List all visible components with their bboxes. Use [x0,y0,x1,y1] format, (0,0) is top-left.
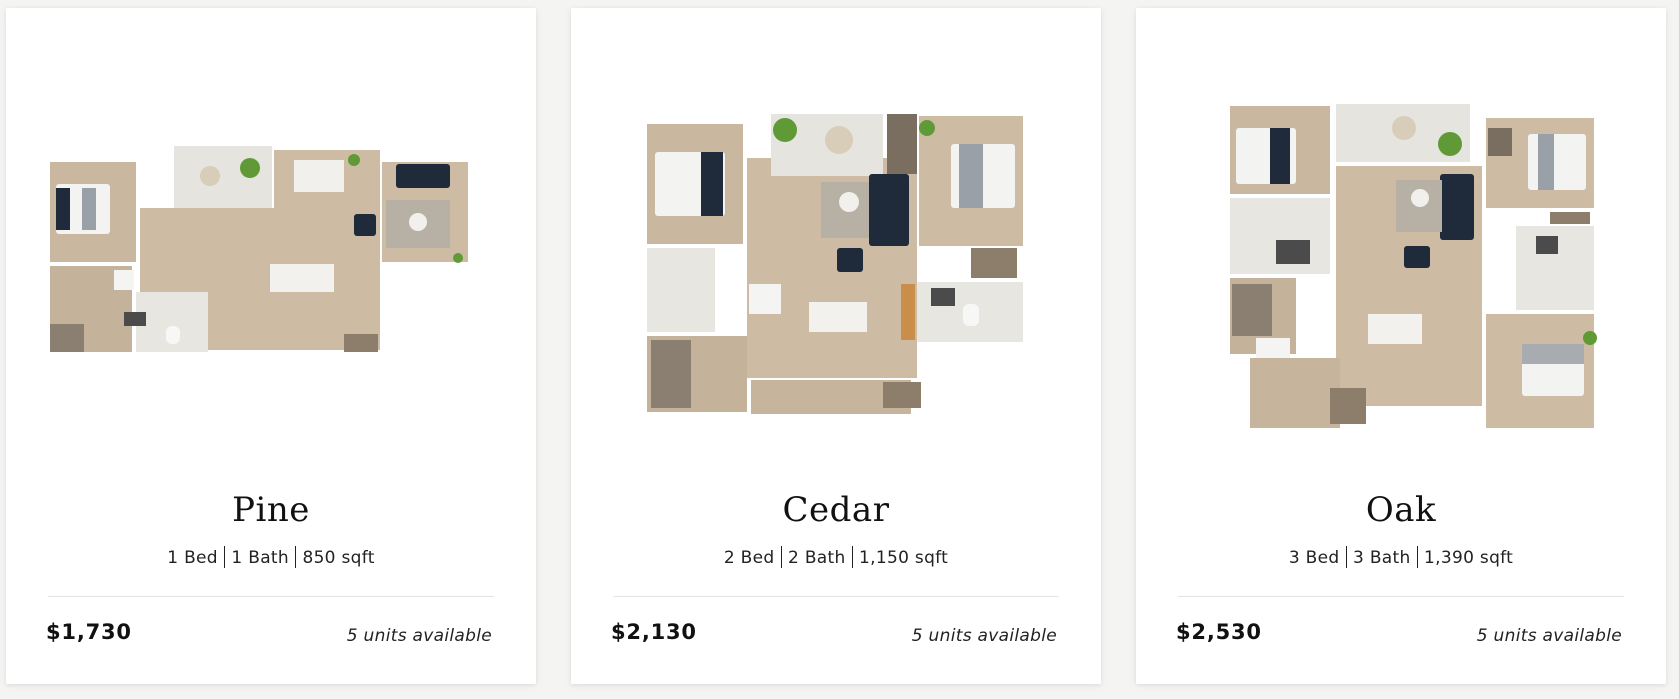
spec-divider [851,546,854,568]
floorplan-card-cedar[interactable]: Cedar 2 Bed 2 Bath 1,150 sqft $2,130 5 uni… [571,8,1101,684]
square-footage: 1,390 sqft [1424,548,1514,568]
bed-count: 3 Bed [1288,548,1340,568]
card-divider [48,596,494,597]
price: $2,530 [1176,620,1262,644]
bath-count: 3 Bath [1353,548,1411,568]
spec-divider [294,546,297,568]
floorplan-image[interactable] [611,88,1061,448]
units-available: 5 units available [911,626,1057,646]
floorplan-specs: 2 Bed 2 Bath 1,150 sqft [571,546,1101,568]
cedar-floorplan-drawing [643,110,1027,416]
floorplan-image[interactable] [1176,88,1626,448]
floorplan-specs: 3 Bed 3 Bath 1,390 sqft [1136,546,1666,568]
pine-floorplan-drawing [46,146,468,354]
spec-divider [223,546,226,568]
floorplan-name[interactable]: Oak [1365,490,1437,530]
floorplan-specs: 1 Bed 1 Bath 850 sqft [6,546,536,568]
square-footage: 1,150 sqft [859,548,949,568]
floorplan-image[interactable] [46,88,496,448]
spec-divider [1345,546,1347,568]
price: $1,730 [46,620,132,644]
spec-divider [1416,546,1419,568]
floorplan-name[interactable]: Cedar [782,490,890,530]
bed-count: 2 Bed [723,548,775,568]
units-available: 5 units available [1476,626,1622,646]
bed-count: 1 Bed [167,548,218,568]
card-divider [1178,596,1624,597]
card-divider [613,596,1059,597]
units-available: 5 units available [346,626,492,646]
floorplan-name[interactable]: Pine [232,490,310,530]
floorplan-card-oak[interactable]: Oak 3 Bed 3 Bath 1,390 sqft $2,530 5 units… [1136,8,1666,684]
floorplan-card-pine[interactable]: Pine 1 Bed 1 Bath 850 sqft $1,730 5 units … [6,8,536,684]
bath-count: 2 Bath [788,548,846,568]
bath-count: 1 Bath [231,548,289,568]
oak-floorplan-drawing [1226,102,1597,432]
price: $2,130 [611,620,697,644]
square-footage: 850 sqft [302,548,375,568]
spec-divider [780,546,782,568]
